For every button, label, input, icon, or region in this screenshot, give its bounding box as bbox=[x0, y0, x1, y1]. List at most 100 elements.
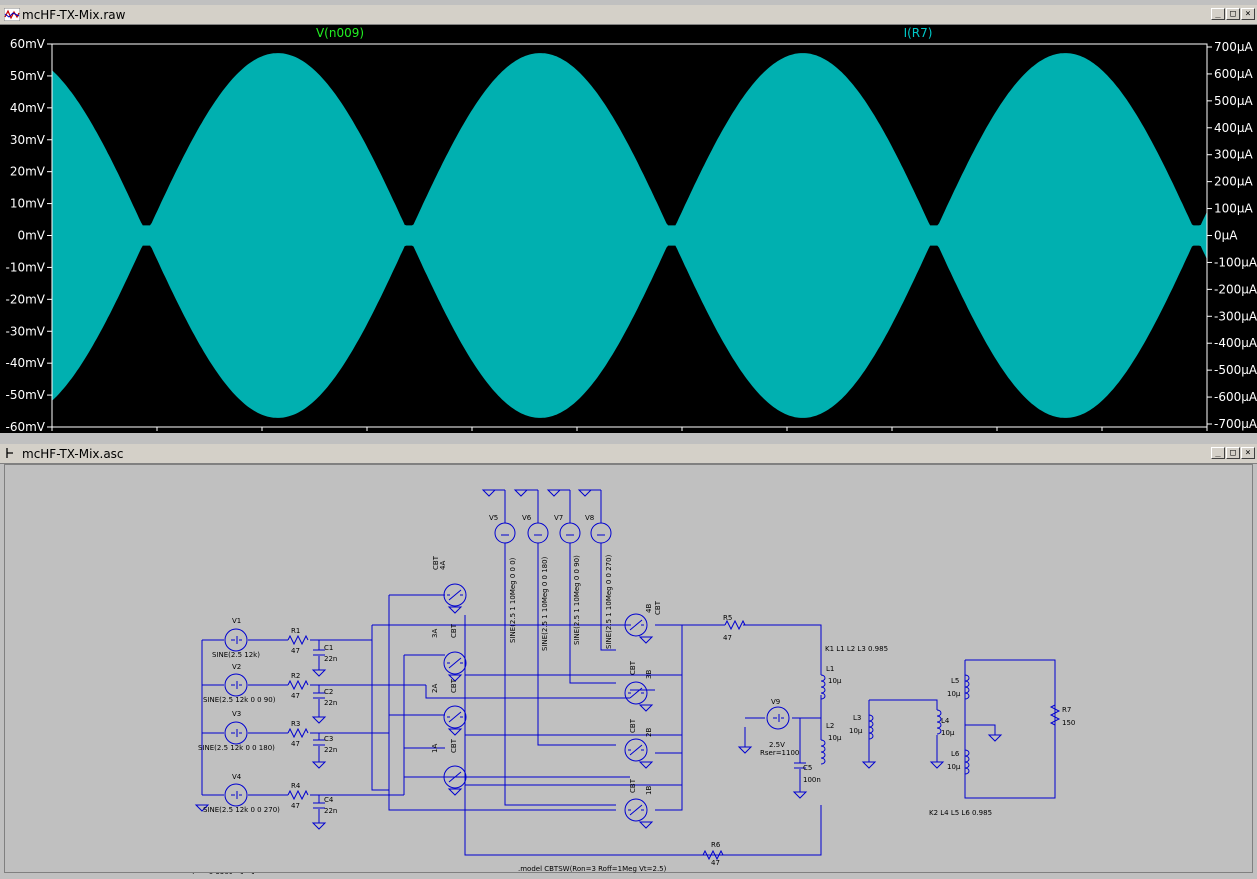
label-v9_rser: Rser=1100 bbox=[760, 749, 799, 757]
sw-3b-switch[interactable] bbox=[624, 681, 648, 705]
waveform-window-icon bbox=[4, 8, 20, 21]
label-l10u: 10µ bbox=[941, 729, 955, 737]
l6-inductor[interactable] bbox=[964, 749, 970, 775]
sw-2a-switch[interactable] bbox=[443, 705, 467, 729]
right-tick-label: 0µA bbox=[1214, 229, 1238, 243]
sw-4a-switch[interactable] bbox=[443, 583, 467, 607]
ground-icon bbox=[546, 489, 562, 497]
trace-label-right[interactable]: I(R7) bbox=[904, 26, 933, 40]
trace-label-left[interactable]: V(n009) bbox=[316, 26, 364, 40]
label-cbt: CBT bbox=[450, 738, 458, 753]
label-v9_val: 2.5V bbox=[769, 741, 785, 749]
label-s2a: 2A bbox=[431, 684, 439, 693]
sw-4b-switch[interactable] bbox=[624, 613, 648, 637]
maximize-button[interactable]: □ bbox=[1226, 8, 1240, 20]
minimize-button[interactable]: _ bbox=[1211, 8, 1225, 20]
r4-resistor[interactable] bbox=[287, 789, 309, 801]
label-s3a: 3A bbox=[431, 629, 439, 638]
ground-icon bbox=[447, 674, 463, 682]
label-l2: L2 bbox=[826, 722, 834, 730]
r6-resistor[interactable] bbox=[702, 849, 724, 861]
l1-inductor[interactable] bbox=[820, 674, 826, 700]
ground-icon bbox=[311, 822, 327, 830]
left-tick-label: 40mV bbox=[10, 101, 46, 115]
left-tick-label: 10mV bbox=[10, 197, 46, 211]
right-tick-label: -700µA bbox=[1214, 417, 1257, 431]
l5-inductor[interactable] bbox=[964, 674, 970, 700]
label-v2_val: SINE(2.5 12k 0 0 90) bbox=[203, 696, 276, 704]
r5-resistor[interactable] bbox=[724, 619, 746, 631]
ground-icon bbox=[447, 788, 463, 796]
v1-source[interactable] bbox=[224, 628, 248, 652]
c4-capacitor[interactable] bbox=[313, 802, 325, 809]
right-tick-label: 300µA bbox=[1214, 148, 1254, 162]
label-r7_val: 150 bbox=[1062, 719, 1075, 727]
label-l10u: 10µ bbox=[849, 727, 863, 735]
label-r3: R3 bbox=[291, 720, 300, 728]
left-tick-label: 20mV bbox=[10, 165, 46, 179]
label-c22n: 22n bbox=[324, 807, 337, 815]
label-k2: K2 L4 L5 L6 0.985 bbox=[929, 809, 992, 817]
v7-source[interactable] bbox=[559, 522, 581, 544]
v6-source[interactable] bbox=[527, 522, 549, 544]
schematic-close-button[interactable]: × bbox=[1241, 447, 1255, 459]
c3-capacitor[interactable] bbox=[313, 739, 325, 746]
label-v7: V7 bbox=[554, 514, 563, 522]
label-s3b: 3B bbox=[645, 670, 653, 679]
waveform-titlebar[interactable]: mcHF-TX-Mix.raw _ □ × bbox=[0, 5, 1257, 25]
label-c1: C1 bbox=[324, 644, 333, 652]
label-r47: 47 bbox=[291, 647, 300, 655]
r3-resistor[interactable] bbox=[287, 727, 309, 739]
label-l10u: 10µ bbox=[947, 690, 961, 698]
label-r4: R4 bbox=[291, 782, 301, 790]
right-tick-label: -600µA bbox=[1214, 390, 1257, 404]
schematic-titlebar[interactable]: mcHF-TX-Mix.asc _ □ × bbox=[0, 444, 1257, 464]
right-tick-label: -300µA bbox=[1214, 309, 1257, 323]
sw-1a-switch[interactable] bbox=[443, 765, 467, 789]
v8-source[interactable] bbox=[590, 522, 612, 544]
label-s1b: 1B bbox=[645, 786, 653, 795]
c5-capacitor[interactable] bbox=[794, 762, 806, 769]
wires bbox=[201, 489, 1056, 856]
label-r6: R6 bbox=[711, 841, 721, 849]
label-tran: .tran 0 2201u 1u 1n bbox=[190, 872, 260, 874]
waveform-plot[interactable]: 60mV50mV40mV30mV20mV10mV0mV-10mV-20mV-30… bbox=[0, 25, 1257, 452]
ground-icon bbox=[792, 791, 808, 799]
x-axis: 0.0ms0.2ms0.4ms0.6ms0.8ms1.0ms1.2ms1.4ms… bbox=[33, 427, 1226, 452]
schematic-window: mcHF-TX-Mix.asc _ □ × bbox=[0, 444, 1257, 879]
sw-1b-switch[interactable] bbox=[624, 798, 648, 822]
l2-inductor[interactable] bbox=[820, 739, 826, 765]
label-v8: V8 bbox=[585, 514, 594, 522]
label-cbt: CBT bbox=[432, 555, 440, 570]
l3-inductor[interactable] bbox=[868, 714, 874, 740]
schematic-maximize-button[interactable]: □ bbox=[1226, 447, 1240, 459]
label-v4_val: SINE(2.5 12k 0 0 270) bbox=[203, 806, 280, 814]
label-r7: R7 bbox=[1062, 706, 1071, 714]
r1-resistor[interactable] bbox=[287, 634, 309, 646]
l4-inductor[interactable] bbox=[936, 709, 942, 735]
c1-capacitor[interactable] bbox=[313, 649, 325, 656]
ground-icon bbox=[311, 669, 327, 677]
trace-envelope[interactable] bbox=[51, 53, 1208, 418]
v3-source[interactable] bbox=[224, 721, 248, 745]
c2-capacitor[interactable] bbox=[313, 692, 325, 699]
v5-source[interactable] bbox=[494, 522, 516, 544]
v4-source[interactable] bbox=[224, 783, 248, 807]
schematic-minimize-button[interactable]: _ bbox=[1211, 447, 1225, 459]
v9-source[interactable] bbox=[766, 706, 790, 730]
sw-2b-switch[interactable] bbox=[624, 738, 648, 762]
label-c22n: 22n bbox=[324, 699, 337, 707]
v2-source[interactable] bbox=[224, 673, 248, 697]
right-tick-label: -500µA bbox=[1214, 363, 1257, 377]
r2-resistor[interactable] bbox=[287, 679, 309, 691]
label-v7_val: SINE(2.5 1 10Meg 0 0 90) bbox=[573, 555, 581, 645]
schematic-components[interactable] bbox=[194, 489, 1061, 861]
close-button[interactable]: × bbox=[1241, 8, 1255, 20]
r7-resistor[interactable] bbox=[1049, 704, 1061, 726]
sw-3a-switch[interactable] bbox=[443, 651, 467, 675]
label-l1: L1 bbox=[826, 665, 834, 673]
label-c5: C5 bbox=[803, 764, 812, 772]
